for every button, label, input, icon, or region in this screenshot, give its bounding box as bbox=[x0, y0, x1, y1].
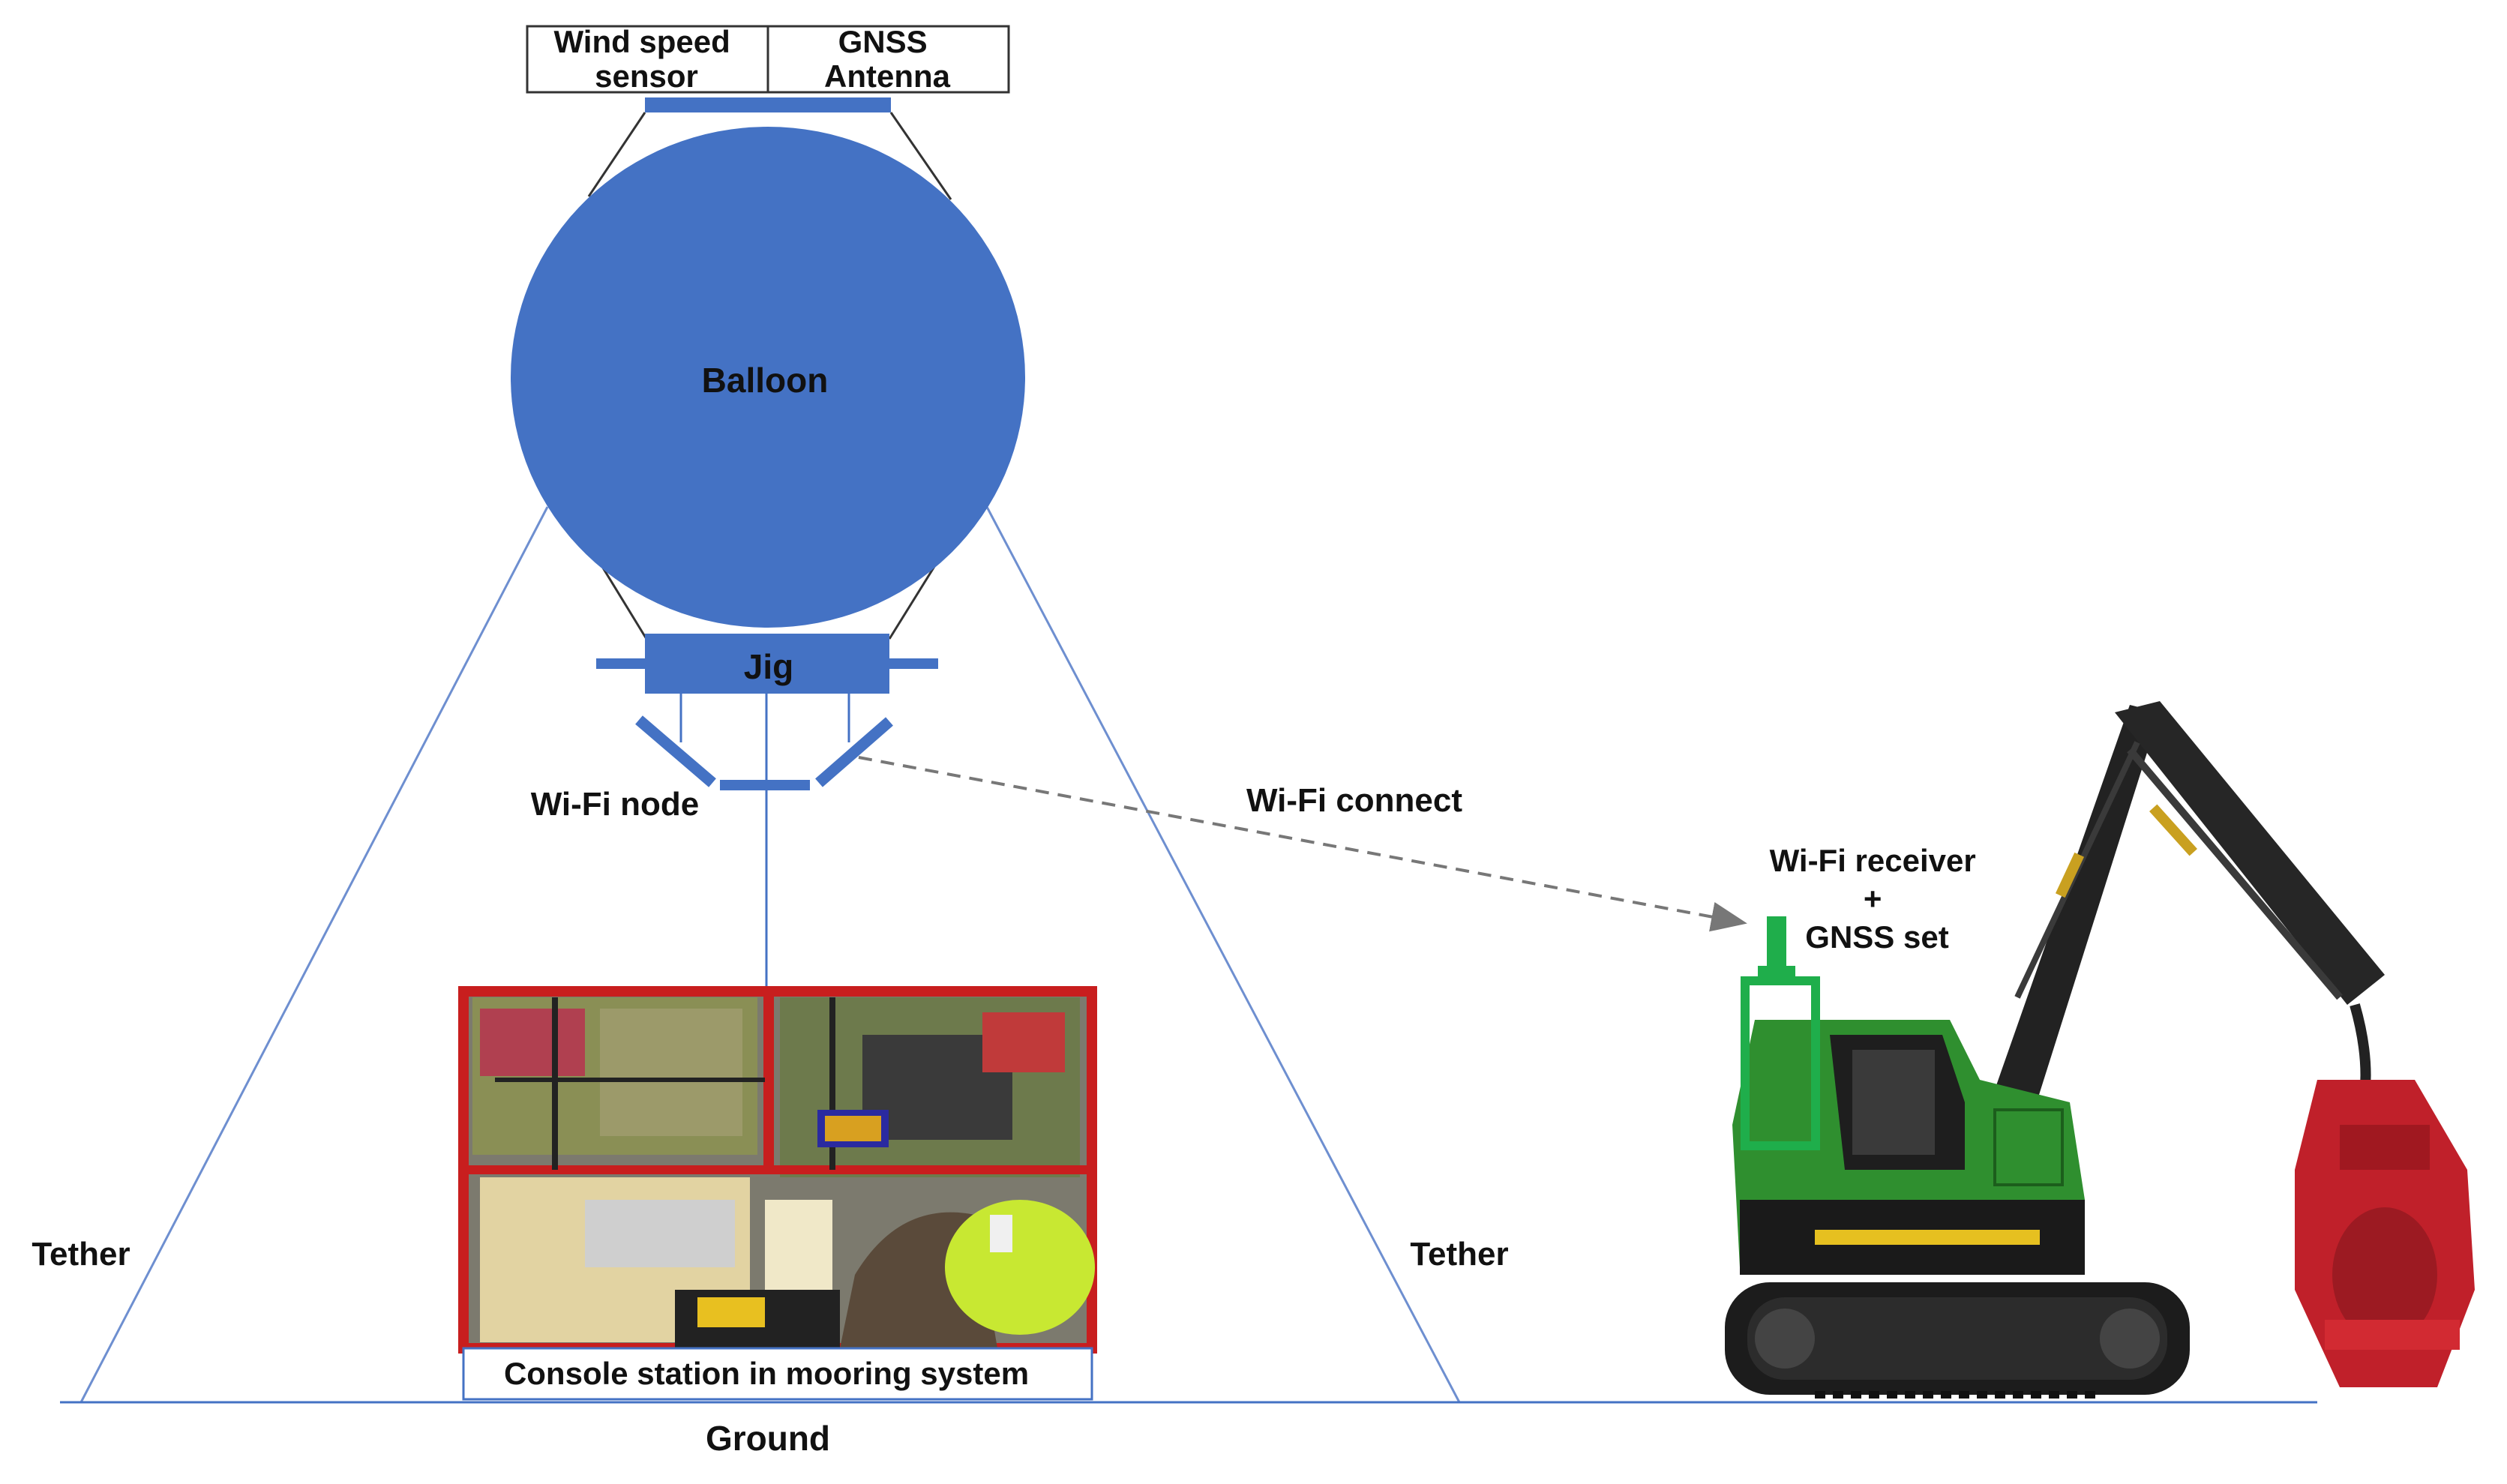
wifi-connect-label: Wi-Fi connect bbox=[1246, 782, 1462, 819]
tether-left-line bbox=[79, 506, 549, 1403]
jig: Jig bbox=[596, 634, 938, 694]
balloon-label: Balloon bbox=[702, 361, 829, 400]
wifi-receiver-label: Wi-Fi receiver + GNSS set bbox=[1770, 843, 1985, 955]
wifi-receiver bbox=[1741, 916, 1820, 1150]
forest-harvester bbox=[1725, 701, 2475, 1399]
jig-label: Jig bbox=[744, 647, 793, 686]
wind-speed-sensor-label: Wind speed sensor bbox=[554, 24, 739, 94]
wifi-node-label: Wi-Fi node bbox=[531, 786, 699, 823]
tether-left-label: Tether bbox=[31, 1236, 130, 1273]
ground-label: Ground bbox=[706, 1419, 830, 1458]
console-station-label: Console station in mooring system bbox=[504, 1356, 1029, 1391]
balloon bbox=[511, 127, 1025, 628]
console-station-photo bbox=[458, 986, 1097, 1354]
tether-right-line bbox=[985, 506, 1461, 1403]
sensor-mount-plate bbox=[645, 97, 891, 112]
tether-right-label: Tether bbox=[1410, 1236, 1508, 1273]
wifi-node bbox=[635, 715, 893, 790]
sensor-box: Wind speed sensor GNSS Antenna bbox=[526, 24, 1010, 94]
wifi-connect-arrow bbox=[858, 756, 1747, 932]
gnss-antenna-label: GNSS Antenna bbox=[824, 24, 951, 94]
